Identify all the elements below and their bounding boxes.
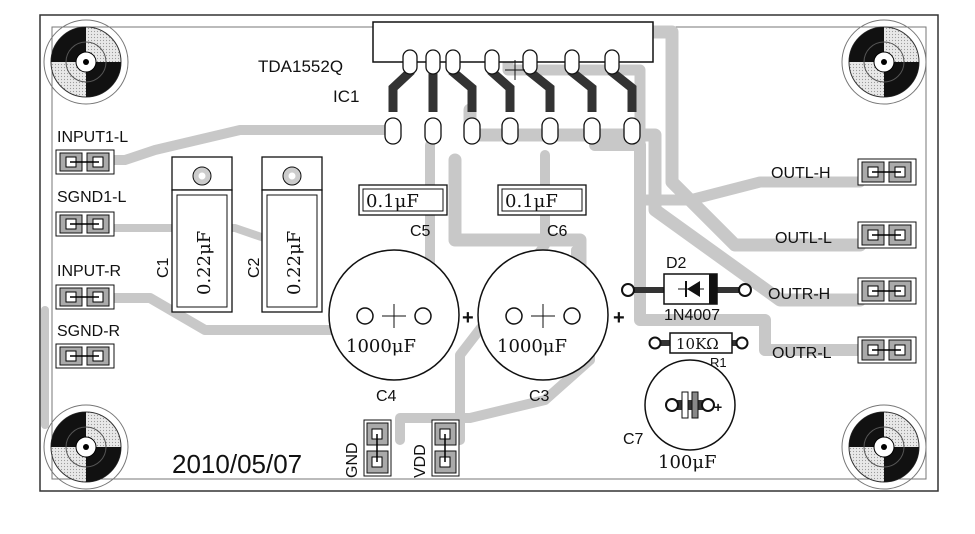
connector-sgnd-r: SGND-R — [55, 323, 120, 369]
input1-l-label: INPUT1-L — [57, 129, 128, 146]
c3-ref: C3 — [529, 388, 550, 405]
outr-h-label: OUTR-H — [768, 286, 830, 303]
connector-input1-l: INPUT1-L — [55, 129, 128, 175]
capacitor-c2: 0.22μF C2 — [246, 156, 323, 313]
outl-h-label: OUTL-H — [771, 165, 831, 182]
c6-ref: C6 — [547, 223, 568, 240]
d2-part: 1N4007 — [664, 307, 720, 324]
mounting-hole-bottom-right — [841, 404, 927, 490]
gnd-label: GND — [344, 442, 361, 478]
connector-outl-l: OUTL-L — [775, 221, 917, 249]
connector-outl-h: OUTL-H — [771, 158, 917, 186]
vdd-label: VDD — [412, 444, 429, 478]
c3-plus-mark: + — [613, 307, 625, 329]
c7-value: 100μF — [658, 452, 717, 473]
c5-ref: C5 — [410, 223, 431, 240]
capacitor-c1: 0.22μF C1 — [155, 156, 233, 313]
c1-ref: C1 — [155, 257, 172, 278]
capacitor-c4: 1000μF C4 + — [328, 249, 474, 405]
capacitor-c3: 1000μF C3 + — [477, 249, 625, 405]
connector-input-r: INPUT-R — [55, 263, 121, 310]
diode-d2: D2 1N4007 — [621, 255, 752, 324]
ic-part-label: TDA1552Q — [258, 57, 343, 76]
c5-value: 0.1μF — [366, 191, 419, 212]
outr-l-label: OUTR-L — [772, 345, 832, 362]
board-date: 2010/05/07 — [172, 449, 302, 479]
c7-ref: C7 — [623, 431, 644, 448]
sgnd1-l-label: SGND1-L — [57, 189, 126, 206]
connector-gnd: GND — [344, 419, 392, 478]
c4-value: 1000μF — [346, 336, 416, 357]
connector-outr-l: OUTR-L — [772, 336, 917, 364]
d2-ref: D2 — [666, 255, 687, 272]
resistor-r1: 10KΩ R1 — [648, 332, 749, 370]
board-outline — [39, 14, 939, 492]
mounting-hole-bottom-left — [43, 404, 129, 490]
copper-traces — [41, 25, 867, 445]
capacitor-c5: 0.1μF C5 — [358, 184, 448, 240]
connector-sgnd1-l: SGND1-L — [55, 189, 126, 237]
c6-value: 0.1μF — [505, 191, 558, 212]
sgnd-r-label: SGND-R — [57, 323, 120, 340]
outl-l-label: OUTL-L — [775, 230, 832, 247]
c2-value: 0.22μF — [284, 231, 305, 295]
c3-value: 1000μF — [497, 336, 567, 357]
capacitor-c6: 0.1μF C6 — [497, 184, 587, 240]
connector-outr-h: OUTR-H — [768, 277, 917, 305]
c4-plus-mark: + — [462, 307, 474, 329]
c2-ref: C2 — [246, 257, 263, 278]
c1-value: 0.22μF — [194, 231, 215, 295]
ic-ref-label: IC1 — [333, 87, 359, 106]
capacitor-c7: + C7 100μF — [623, 359, 736, 473]
connector-vdd: VDD — [412, 419, 460, 478]
c4-ref: C4 — [376, 388, 397, 405]
r1-value: 10KΩ — [676, 335, 719, 353]
mounting-hole-top-left — [43, 19, 129, 105]
input-r-label: INPUT-R — [57, 263, 121, 280]
mounting-hole-top-right — [841, 19, 927, 105]
ic1-tda1552q: TDA1552Q IC1 — [258, 21, 654, 145]
c7-plus-mark: + — [714, 399, 722, 415]
